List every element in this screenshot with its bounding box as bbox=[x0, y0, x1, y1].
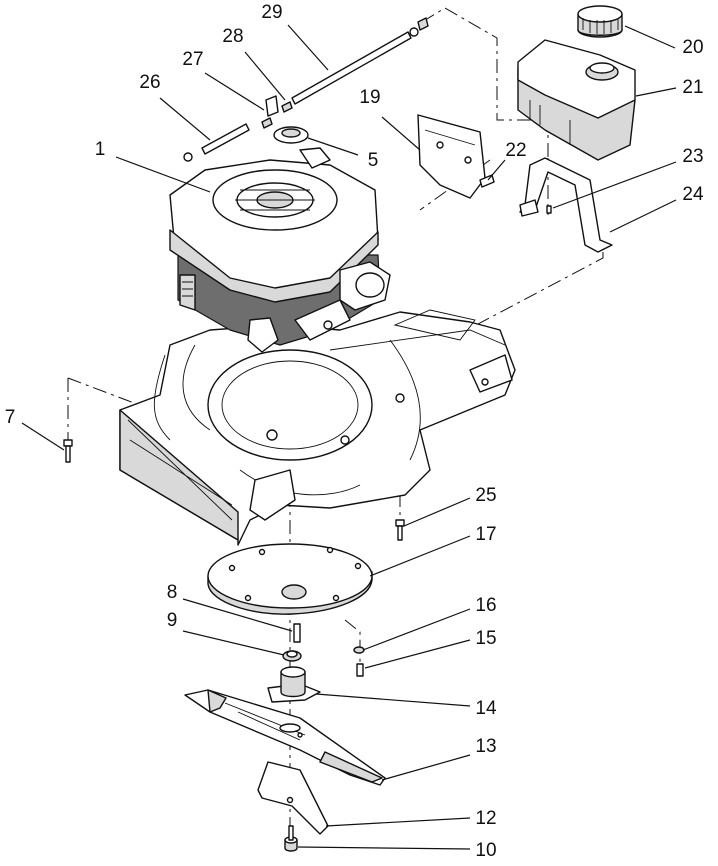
callout-8: 8 bbox=[167, 582, 178, 603]
callout-25: 25 bbox=[475, 485, 496, 506]
callout-7: 7 bbox=[5, 407, 16, 428]
callout-labels: 1 5 7 8 9 10 12 13 14 15 16 17 19 20 21 … bbox=[5, 2, 704, 861]
part-15-screw bbox=[356, 663, 364, 677]
callout-26: 26 bbox=[139, 72, 160, 93]
part-24-tank-bracket bbox=[519, 157, 613, 253]
callout-22: 22 bbox=[505, 140, 526, 161]
part-25-bolt bbox=[395, 519, 405, 541]
part-12-stiffener bbox=[257, 761, 329, 835]
part-17-plate bbox=[207, 543, 373, 615]
part-19-bracket bbox=[417, 114, 486, 199]
callout-28: 28 bbox=[222, 26, 243, 47]
engine-assembly bbox=[169, 147, 391, 353]
callout-24: 24 bbox=[682, 184, 704, 205]
part-9-washer bbox=[282, 650, 302, 662]
part-8-key bbox=[293, 623, 301, 643]
part-5-cap bbox=[273, 126, 309, 144]
callout-16: 16 bbox=[475, 595, 496, 616]
callout-12: 12 bbox=[475, 808, 496, 829]
callout-23: 23 bbox=[682, 146, 703, 167]
callout-1: 1 bbox=[95, 139, 106, 160]
mower-deck bbox=[119, 309, 516, 546]
callout-17: 17 bbox=[475, 524, 496, 545]
callout-29: 29 bbox=[261, 2, 282, 23]
fuel-line-parts bbox=[183, 17, 429, 162]
part-13-blade bbox=[184, 689, 386, 786]
callout-10: 10 bbox=[475, 840, 496, 861]
callout-15: 15 bbox=[475, 628, 496, 649]
callout-9: 9 bbox=[167, 610, 178, 631]
part-23-screw bbox=[546, 205, 552, 214]
part-10-bolt bbox=[284, 825, 298, 852]
leader-lines bbox=[21, 24, 677, 850]
callout-20: 20 bbox=[682, 37, 703, 58]
callout-14: 14 bbox=[475, 698, 497, 719]
part-21-fuel-tank bbox=[517, 39, 636, 161]
part-7-bolt bbox=[63, 439, 73, 463]
callout-27: 27 bbox=[182, 49, 203, 70]
callout-5: 5 bbox=[368, 150, 379, 171]
part-22-screw bbox=[479, 174, 495, 188]
part-16-washer bbox=[353, 646, 365, 654]
part-20-fuel-cap bbox=[577, 5, 623, 38]
callout-21: 21 bbox=[682, 77, 703, 98]
callout-13: 13 bbox=[475, 736, 496, 757]
callout-19: 19 bbox=[359, 87, 380, 108]
part-14-adapter bbox=[267, 666, 321, 703]
